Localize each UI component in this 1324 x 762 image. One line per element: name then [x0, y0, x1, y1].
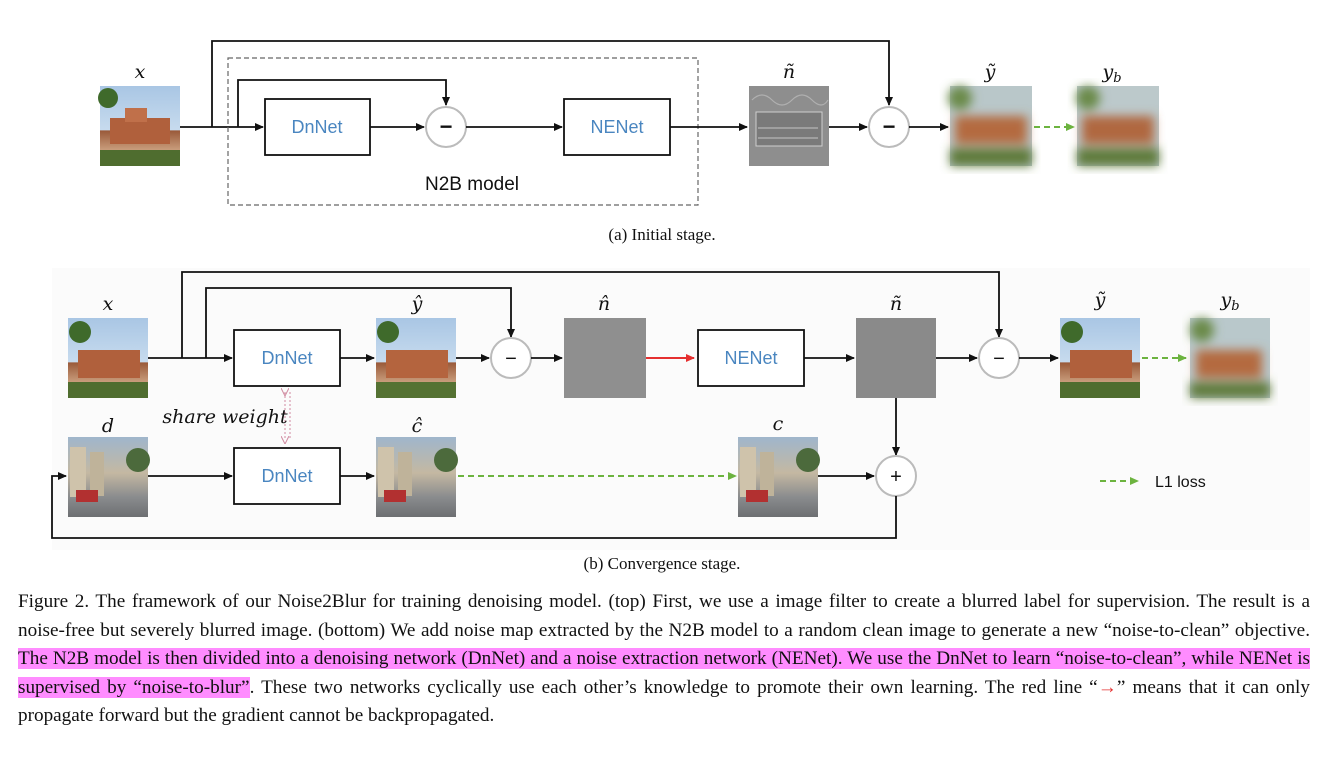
minus-symbol-b2: − — [993, 348, 1005, 370]
noise-hat-image — [564, 318, 646, 398]
dnnet-box-top — [233, 329, 341, 387]
n2b-model-box — [227, 57, 699, 206]
red-arrow-glyph: → — [1097, 676, 1117, 698]
clean-image-c — [738, 437, 820, 517]
nenet-label-b: NENet — [724, 348, 777, 368]
dnnet-label-bottom: DnNet — [261, 466, 312, 486]
nenet-box-b — [697, 329, 805, 387]
initial-stage-diagram: x N2B model DnNet − NENet ñ — [98, 40, 1159, 244]
noise-map-image — [749, 86, 829, 166]
c-hat-label: ĉ — [412, 415, 423, 437]
minus-symbol-2: − — [883, 114, 896, 139]
caption-part1: Figure 2. The framework of our Noise2Blu… — [18, 591, 1310, 641]
plus-symbol: + — [890, 466, 902, 488]
noise-tilde-image — [856, 318, 936, 398]
y-tilde-label: ỹ — [984, 61, 996, 83]
figure-caption-paragraph: Figure 2. The framework of our Noise2Blu… — [18, 588, 1310, 731]
y-b-label-b: yb — [1219, 289, 1239, 314]
nenet-box — [563, 98, 671, 156]
minus-symbol-b1: − — [505, 348, 517, 370]
caption-part2: . These two networks cyclically use each… — [249, 676, 1098, 698]
dnnet-label: DnNet — [291, 117, 342, 137]
noisy-output-image-b — [1060, 318, 1140, 398]
clean-output-c-hat — [376, 437, 458, 517]
caption-a: (a) Initial stage. — [608, 225, 715, 244]
clean-image-d — [68, 437, 150, 517]
blurred-output-image — [948, 86, 1032, 166]
caption-b: (b) Convergence stage. — [584, 554, 741, 573]
caption-part3: ” means that it can only propagate forwa… — [18, 676, 1310, 727]
blurred-label-image — [1076, 86, 1159, 166]
dnnet-label-top: DnNet — [261, 348, 312, 368]
blurred-label-image-b — [1190, 318, 1270, 398]
share-weight-label: share weight — [162, 406, 288, 428]
x-label-b: x — [103, 293, 114, 315]
denoised-image — [376, 318, 456, 398]
input-image-x-b — [68, 318, 148, 398]
n-tilde-label: ñ — [783, 61, 795, 83]
input-image-x — [98, 86, 180, 166]
dnnet-box-bottom — [233, 447, 341, 505]
n-tilde-label-b: ñ — [890, 293, 902, 315]
n2b-model-label: N2B model — [425, 174, 519, 195]
convergence-stage-diagram: x DnNet ŷ − n̂ NENet — [51, 268, 1310, 573]
y-tilde-label-b: ỹ — [1094, 289, 1106, 311]
d-label: d — [102, 415, 114, 437]
y-b-label: yb — [1101, 61, 1121, 86]
c-label: c — [773, 413, 784, 435]
nenet-label: NENet — [590, 117, 643, 137]
dnnet-box — [264, 98, 371, 156]
x-label: x — [135, 61, 146, 83]
legend-l1-label: L1 loss — [1155, 474, 1206, 491]
minus-symbol: − — [440, 114, 453, 139]
y-hat-label: ŷ — [411, 293, 423, 315]
n-hat-label: n̂ — [598, 293, 610, 315]
